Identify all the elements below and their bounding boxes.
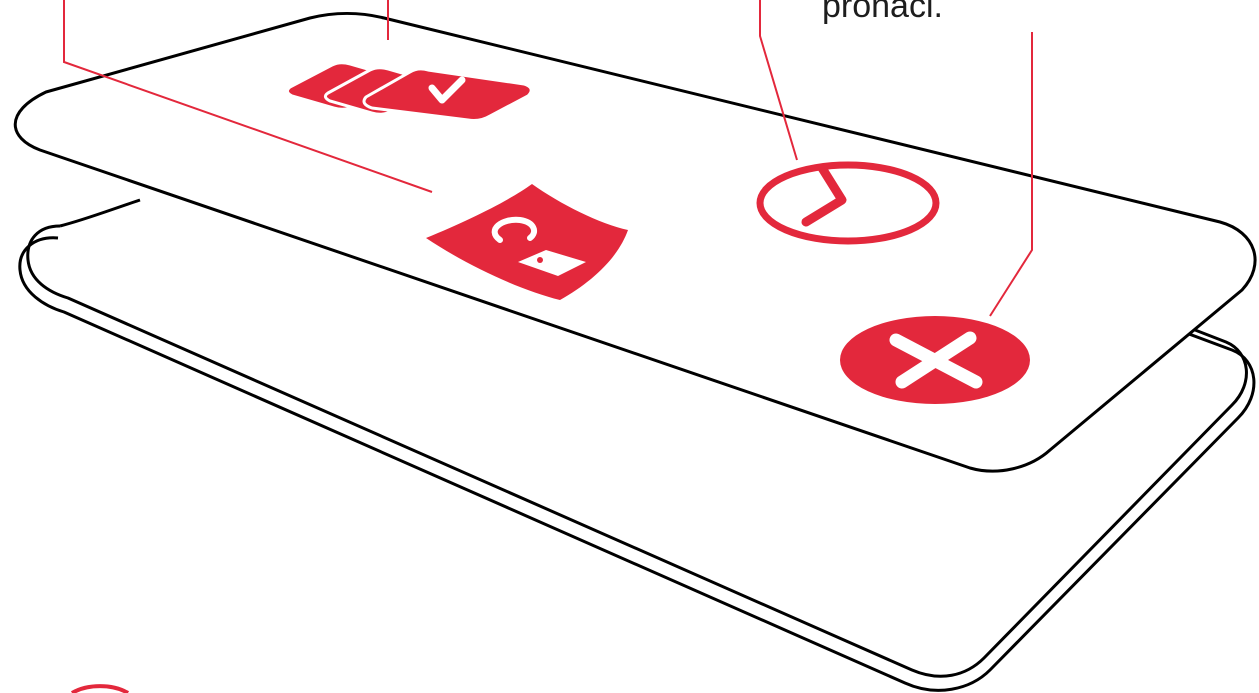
phone-base-top-edge [60,200,140,226]
screen-layer [15,14,1255,472]
partial-red-circle [72,686,128,693]
close-circle-icon [840,316,1030,404]
callout-text: pronaci. [822,0,943,26]
